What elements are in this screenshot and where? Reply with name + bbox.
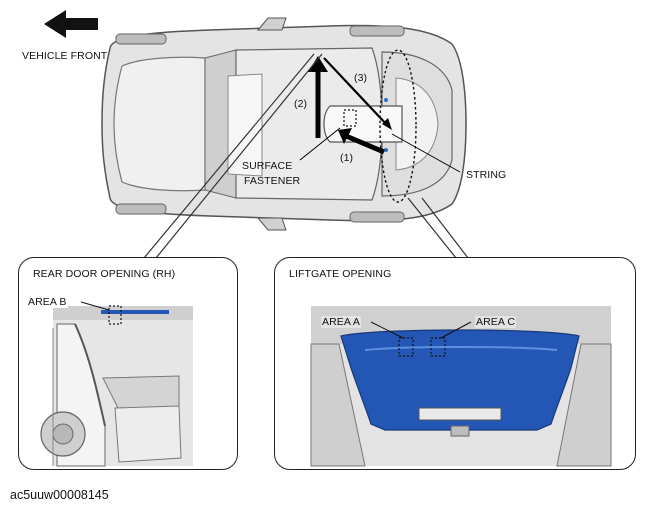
liftgate-illustration xyxy=(310,306,612,467)
area-a-label: AREA A xyxy=(321,316,361,328)
rear-door-illustration xyxy=(40,301,193,467)
surface-fastener-box xyxy=(343,109,357,127)
string-label: STRING xyxy=(466,169,507,181)
arrow-left-icon xyxy=(44,10,98,38)
area-b-label: AREA B xyxy=(27,296,68,308)
liftgate-area-outline xyxy=(379,49,417,203)
liftgate-title: LIFTGATE OPENING xyxy=(289,268,392,280)
rear-door-opening-panel: REAR DOOR OPENING (RH) AREA B xyxy=(18,257,238,470)
car-body xyxy=(101,17,467,231)
surface-label: SURFACE xyxy=(242,160,293,172)
step-arrows xyxy=(299,56,461,173)
figure-code: ac5uuw00008145 xyxy=(10,488,109,502)
step-3-label: (3) xyxy=(354,72,368,84)
step-2-label: (2) xyxy=(294,98,308,110)
rear-door-title: REAR DOOR OPENING (RH) xyxy=(33,268,176,280)
fastener-label: FASTENER xyxy=(244,175,301,187)
liftgate-opening-panel: LIFTGATE OPENING AREA A AREA C xyxy=(274,257,636,470)
vehicle-front-label: VEHICLE FRONT xyxy=(22,50,108,62)
callout-connectors xyxy=(143,53,469,259)
area-c-label: AREA C xyxy=(475,316,517,328)
step-1-label: (1) xyxy=(340,152,354,164)
